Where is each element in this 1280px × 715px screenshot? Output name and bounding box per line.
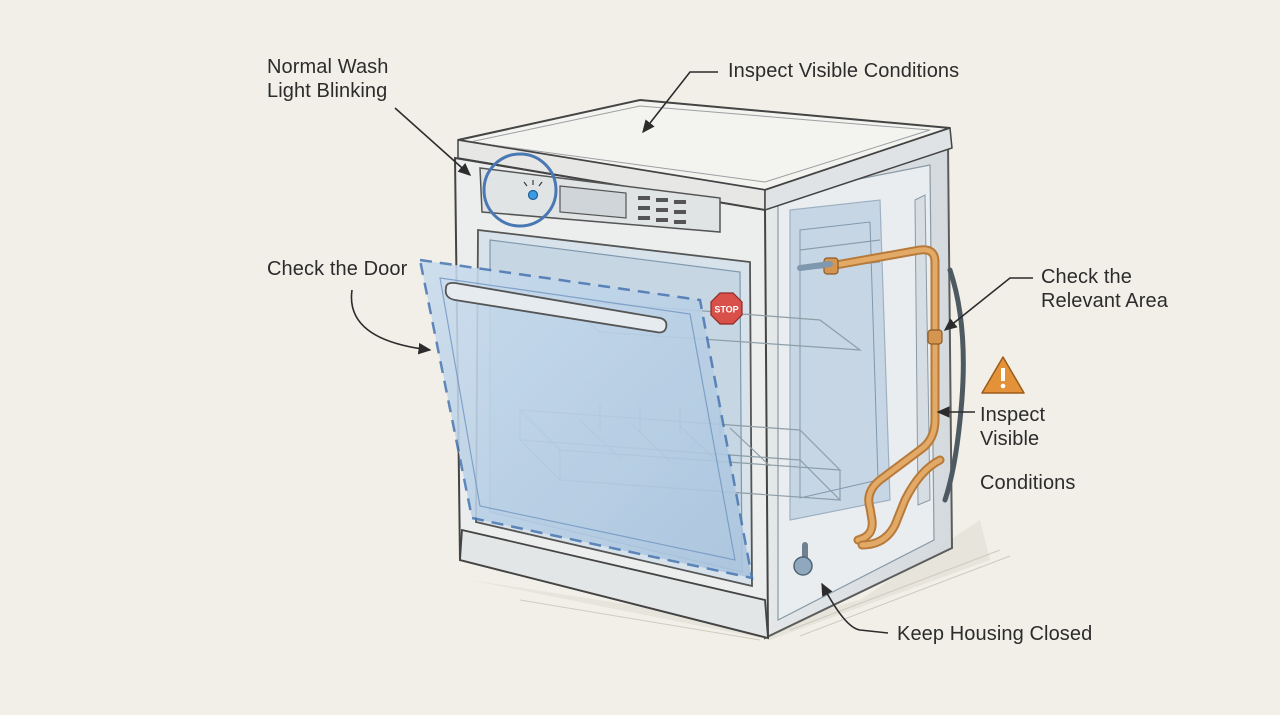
- label-inspect-visible-conditions-top: Inspect Visible Conditions: [728, 60, 960, 82]
- floor-shadow: [470, 520, 1011, 641]
- blinking-light-icon: [482, 152, 558, 228]
- label-check-relevant-area: Check the Relevant Area: [1041, 265, 1168, 313]
- stop-sign-icon: STOP: [710, 292, 743, 325]
- label-inspect-side-line1: Inspect: [980, 404, 1046, 426]
- label-check-the-door: Check the Door: [267, 258, 408, 280]
- door-panel: [418, 258, 754, 580]
- warning-triangle-icon: [981, 356, 1025, 394]
- label-relevant-line2: Relevant Area: [1041, 290, 1168, 312]
- annotation-arrows: [350, 71, 1033, 634]
- label-relevant-line1: Check the: [1041, 266, 1132, 288]
- stop-sign-text: STOP: [714, 305, 738, 315]
- label-keep-housing-closed: Keep Housing Closed: [897, 623, 1093, 645]
- side-panel: [764, 143, 954, 640]
- hose-pipes: [793, 245, 966, 576]
- label-inspect-visible-side: Inspect Visible: [980, 403, 1045, 451]
- label-conditions: Conditions: [980, 472, 1076, 494]
- label-normal-wash-line1: Normal Wash: [267, 56, 389, 78]
- top-panel: [457, 98, 953, 212]
- label-normal-wash-light: Normal Wash Light Blinking: [267, 55, 389, 103]
- label-inspect-side-line2: Visible: [980, 428, 1040, 450]
- label-normal-wash-line2: Light Blinking: [267, 80, 388, 102]
